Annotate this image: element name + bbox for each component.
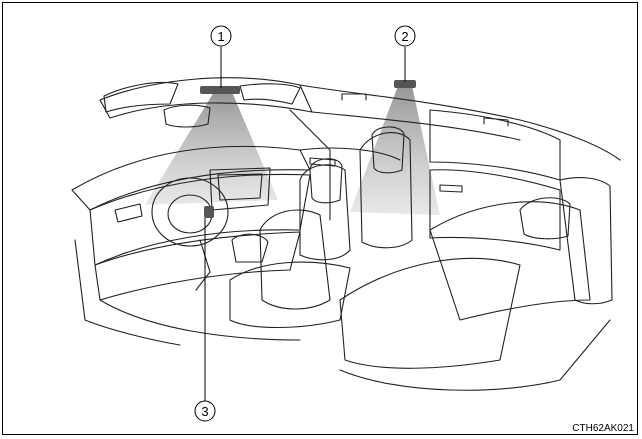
- floor-front: [99, 299, 301, 341]
- roof-line-inner: [311, 111, 521, 141]
- rear-door-outline: [429, 169, 561, 251]
- rear-seat-side: [559, 177, 613, 305]
- sun-visor-left: [103, 81, 179, 113]
- callout-1-label: 1: [217, 29, 224, 44]
- center-console: [209, 167, 271, 211]
- rear-intrusion-sensor: [394, 80, 416, 88]
- grab-handle-front: [341, 93, 367, 101]
- rearview-mirror: [163, 104, 211, 128]
- rear-seat-back: [429, 201, 591, 321]
- grab-handle-rear: [483, 117, 509, 127]
- door-sill-left: [74, 239, 181, 346]
- figure-code: CTH62AK021: [572, 423, 634, 434]
- front-seat-headrest: [309, 158, 343, 204]
- callout-3: 3: [194, 400, 216, 422]
- front-sensor-coverage-cone: [145, 92, 278, 205]
- dashboard-body: [89, 173, 311, 266]
- gear-shift-area: [231, 233, 269, 263]
- center-screen: [217, 173, 263, 201]
- callout-3-label: 3: [201, 404, 208, 419]
- steering-wheel: [151, 177, 229, 247]
- front-seat-back: [299, 164, 351, 261]
- steering-area-sensor: [204, 206, 214, 218]
- rear-seat-headrest: [519, 197, 571, 240]
- dashboard-lower: [94, 231, 301, 301]
- rear-seat-cushion: [339, 257, 521, 369]
- air-vent-left: [114, 203, 143, 223]
- floor-rear: [339, 319, 611, 391]
- callout-2: 2: [394, 25, 416, 47]
- steering-column: [195, 239, 211, 291]
- callout-1: 1: [210, 25, 232, 47]
- front-intrusion-sensor: [200, 86, 240, 94]
- center-seat-headrest: [371, 126, 405, 174]
- front-door-top: [299, 147, 401, 161]
- driver-seat-back: [259, 209, 331, 310]
- front-seat-cushion: [229, 261, 351, 328]
- center-seat-back: [359, 132, 413, 249]
- roof-line: [299, 84, 621, 161]
- a-pillar: [289, 109, 331, 221]
- rear-sensor-coverage-cone: [350, 86, 440, 215]
- sun-visor-right: [239, 83, 301, 105]
- rear-door-handle: [439, 184, 463, 193]
- callout-2-label: 2: [401, 29, 408, 44]
